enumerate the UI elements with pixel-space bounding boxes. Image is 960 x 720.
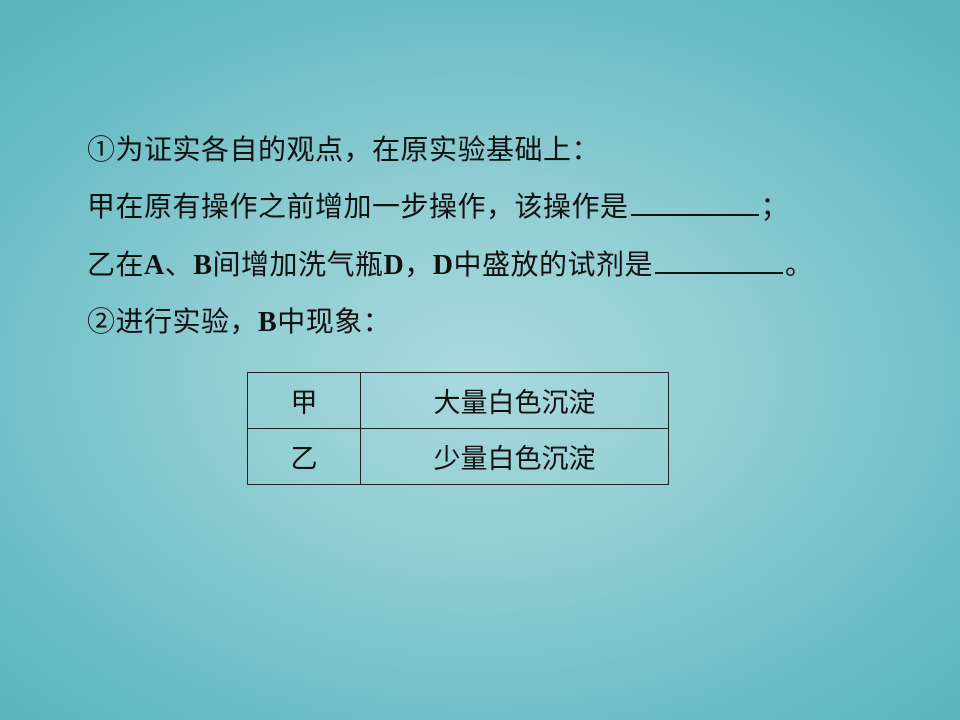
line-2-end: ；	[760, 190, 790, 223]
label-b-2: B	[258, 307, 278, 338]
label-a: A	[144, 250, 165, 281]
question-line-1: ①为证实各自的观点，在原实验基础上：	[87, 133, 601, 166]
table-cell-who: 乙	[247, 428, 361, 485]
line-4-b: 中现象：	[277, 305, 392, 338]
table-cell-phenomenon: 大量白色沉淀	[360, 372, 669, 429]
line-3-a: 乙在	[87, 248, 145, 281]
label-d-2: D	[432, 250, 454, 281]
table-cell-phenomenon: 少量白色沉淀	[360, 428, 669, 485]
question-line-4: ②进行实验，B中现象：	[87, 302, 391, 343]
line-3-b: 间增加洗气瓶	[212, 248, 384, 281]
table-row: 乙 少量白色沉淀	[247, 428, 669, 485]
observation-table: 甲 大量白色沉淀 乙 少量白色沉淀	[247, 372, 669, 485]
line-3-d: 中盛放的试剂是	[453, 248, 653, 281]
question-line-2: 甲在原有操作之前增加一步操作，该操作是 ；	[87, 187, 789, 227]
line-3-end: 。	[784, 248, 814, 281]
label-b: B	[193, 250, 213, 281]
label-d-1: D	[383, 250, 405, 281]
line-2-text: 甲在原有操作之前增加一步操作，该操作是	[87, 190, 629, 223]
line-4-a: ②进行实验，	[87, 305, 259, 338]
line-3-sep: 、	[164, 248, 194, 281]
answer-blank-1[interactable]	[630, 190, 759, 216]
line-3-c: ，	[404, 248, 433, 281]
question-line-3: 乙在A、B间增加洗气瓶D，D中盛放的试剂是。	[87, 245, 813, 286]
table-cell-who: 甲	[247, 372, 361, 429]
table-row: 甲 大量白色沉淀	[247, 372, 669, 429]
answer-blank-2[interactable]	[654, 248, 783, 274]
